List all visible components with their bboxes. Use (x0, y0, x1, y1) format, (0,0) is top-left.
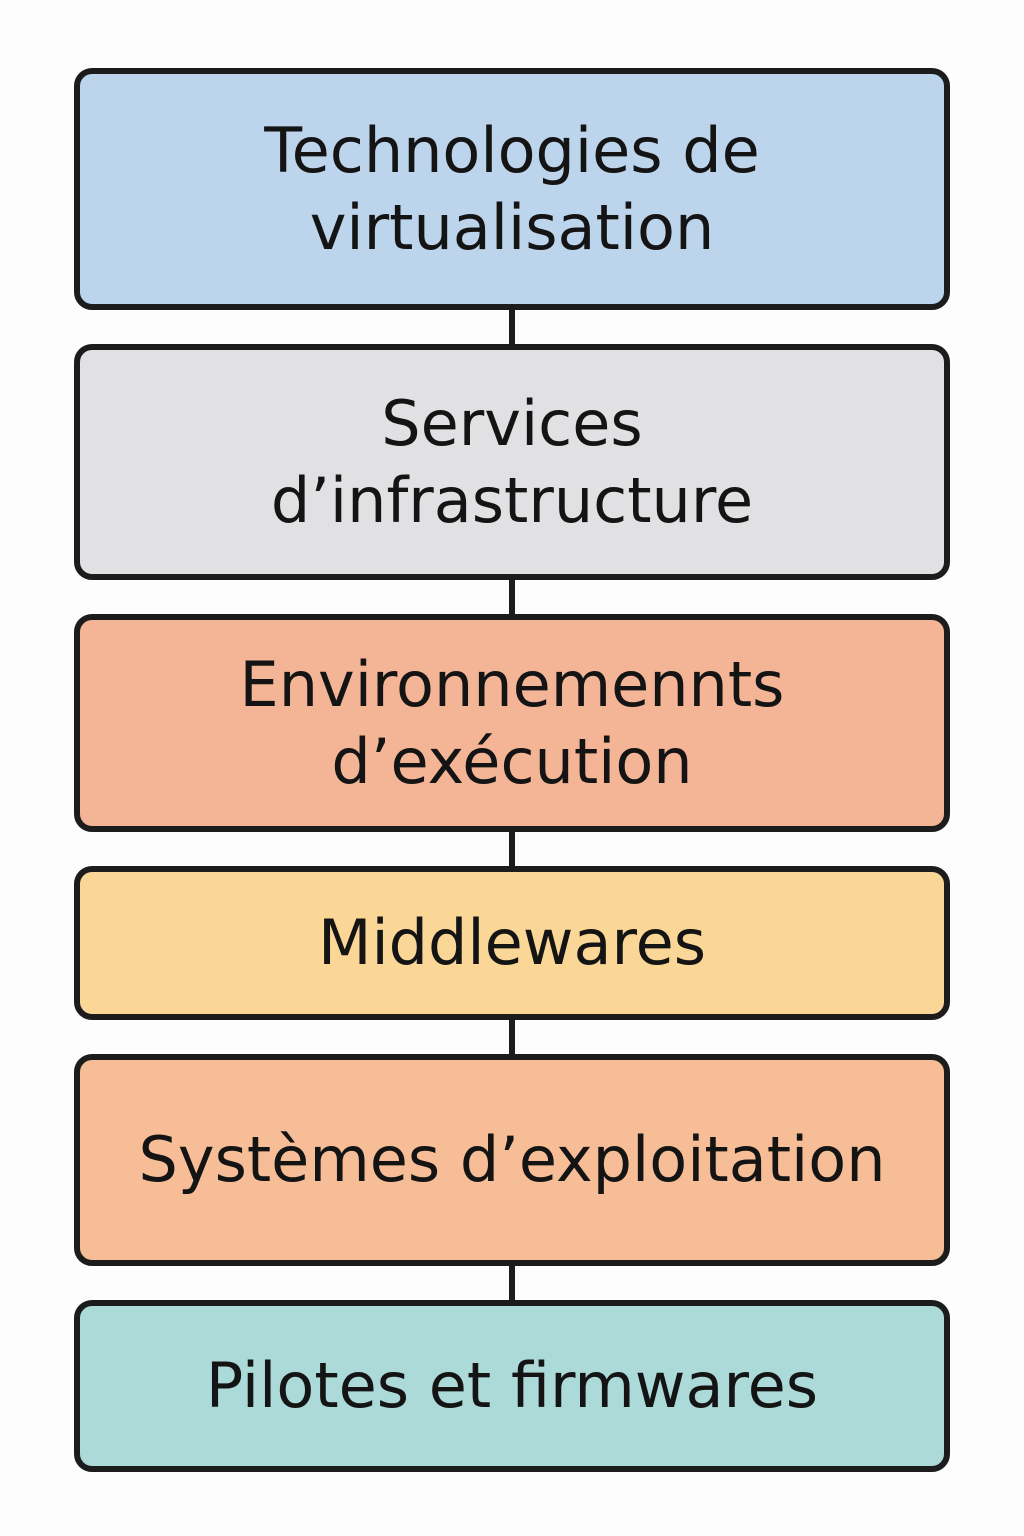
layer-drivers-firmwares: Pilotes et firmwares (74, 1300, 950, 1472)
layer-execution-environments: Environnemennts d’exécution (74, 614, 950, 832)
connector-line (509, 830, 515, 868)
layer-virtualisation: Technologies de virtualisation (74, 68, 950, 310)
layer-label: Technologies de virtualisation (264, 113, 760, 265)
connector-line (509, 1018, 515, 1056)
connector-line (509, 578, 515, 616)
layer-label: Systèmes d’exploitation (138, 1123, 886, 1197)
connector-line (509, 1264, 515, 1302)
layer-label: Middlewares (317, 906, 707, 980)
layer-label: Pilotes et firmwares (205, 1349, 819, 1423)
layer-infrastructure-services: Services d’infrastructure (74, 344, 950, 580)
connector-line (509, 308, 515, 346)
layer-middlewares: Middlewares (74, 866, 950, 1020)
layer-operating-systems: Systèmes d’exploitation (74, 1054, 950, 1266)
layer-label: Services d’infrastructure (270, 386, 754, 538)
layer-label: Environnemennts d’exécution (239, 647, 785, 799)
